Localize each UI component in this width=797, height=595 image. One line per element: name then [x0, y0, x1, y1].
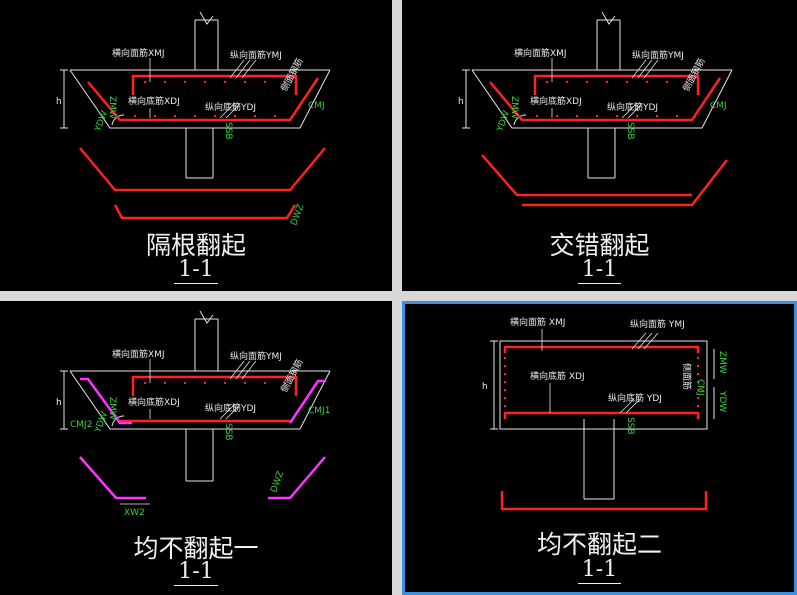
column-outline	[194, 310, 219, 371]
pier-outline	[185, 429, 214, 482]
dim-line-h	[462, 69, 470, 129]
top-rebar	[131, 375, 298, 396]
section-label: 1-1	[174, 258, 218, 284]
section-label: 1-1	[577, 558, 622, 584]
column-outline	[194, 11, 219, 70]
option-panel-alternate-bent[interactable]: 横向面筋XMJ 纵向面筋YMJ 横向底筋XDJ 纵向底筋YDJ 侧面钢筋 CMJ…	[0, 0, 392, 291]
label-bot-x: 横向底筋XDJ	[128, 396, 180, 408]
label-top-y: 纵向面筋YMJ	[230, 49, 282, 61]
label-zmw: ZMW	[107, 397, 117, 420]
staggered-rebar-b	[522, 159, 728, 207]
label-h: h	[458, 97, 464, 107]
pier-outline	[583, 419, 615, 500]
angle-arc	[513, 114, 527, 126]
label-ssb: SSB	[625, 417, 635, 435]
slab-outline	[471, 69, 733, 129]
pier-outline	[185, 128, 214, 179]
label-cmj1: CMJ1	[308, 406, 330, 416]
label-top-x: 横向面筋XMJ	[112, 348, 165, 360]
top-rebar	[503, 345, 700, 353]
section-label: 1-1	[174, 560, 218, 586]
section-drawing: 横向面筋XMJ 纵向面筋YMJ 横向底筋XDJ 纵向底筋YDJ 侧面钢筋 CMJ…	[458, 11, 733, 207]
label-bot-x: 横向底筋 XDJ	[530, 370, 585, 382]
side-rebar	[504, 357, 699, 409]
label-zmw: ZMW	[717, 351, 727, 374]
angle-arc	[111, 114, 125, 126]
slab-outline	[69, 370, 331, 430]
dim-line-h	[60, 370, 68, 430]
label-bot-y: 纵向底筋 YDJ	[608, 392, 662, 404]
label-side: 侧面筋	[681, 363, 693, 390]
option-panel-no-bend-1[interactable]: 横向面筋XMJ 纵向面筋YMJ 横向底筋XDJ 纵向底筋YDJ 侧面钢筋 CMJ…	[0, 301, 392, 595]
label-h: h	[482, 382, 488, 392]
option-title: 均不翻起二	[536, 530, 662, 559]
label-cmj2: CMJ2	[70, 420, 92, 430]
side-rebar-left	[80, 377, 132, 425]
label-top-x: 横向面筋XMJ	[514, 47, 567, 59]
label-ydw: YDW	[93, 410, 110, 434]
label-ssb: SSB	[223, 423, 233, 441]
label-ydw: YDW	[93, 109, 110, 133]
bottom-rebar	[87, 77, 320, 122]
label-h: h	[56, 398, 62, 408]
section-drawing: 横向面筋XMJ 纵向面筋YMJ 横向底筋XDJ 纵向底筋YDJ 侧面钢筋 CMJ…	[56, 310, 331, 518]
bent-rebar-a	[79, 147, 326, 192]
slab-outline	[69, 69, 331, 129]
label-side: 侧面钢筋	[278, 357, 306, 394]
label-xw2: XW2	[124, 508, 145, 518]
label-bot-x: 横向底筋XDJ	[530, 95, 582, 107]
outer-rebar	[79, 456, 326, 500]
label-h: h	[56, 97, 62, 107]
label-ydw: YDW	[495, 109, 512, 133]
option-title: 隔根翻起	[145, 231, 246, 260]
label-dwz: DWZ	[269, 470, 286, 494]
label-ssb: SSB	[223, 122, 233, 140]
bent-rebar-b	[113, 204, 297, 220]
section-drawing: 横向面筋 XMJ 纵向面筋 YMJ 横向底筋 XDJ 纵向底筋 YDJ 侧面筋 …	[482, 316, 727, 511]
outer-rebar	[500, 491, 708, 511]
label-bot-y: 纵向底筋YDJ	[205, 101, 256, 113]
top-rebar	[131, 74, 298, 95]
staggered-rebar-a	[481, 154, 692, 197]
label-side: 侧面钢筋	[278, 56, 306, 93]
side-rebar-right	[288, 379, 326, 424]
label-top-y: 纵向面筋 YMJ	[630, 318, 685, 330]
bottom-rebar	[503, 411, 700, 419]
rebar-dots	[133, 80, 287, 118]
label-bot-y: 纵向底筋YDJ	[205, 402, 256, 414]
option-title: 均不翻起一	[133, 534, 259, 563]
label-top-x: 横向面筋XMJ	[112, 47, 165, 59]
label-ydw: YDW	[717, 390, 727, 412]
label-cmj: CMJ	[695, 379, 705, 396]
pier-outline	[587, 128, 616, 179]
label-cmj: CMJ	[710, 101, 727, 111]
label-bot-y: 纵向底筋YDJ	[607, 101, 658, 113]
slab-outline	[499, 340, 708, 430]
dim-line-h	[490, 340, 498, 430]
column-outline	[596, 11, 621, 70]
label-top-x: 横向面筋 XMJ	[510, 316, 565, 328]
top-rebar	[533, 74, 700, 95]
section-drawing: 横向面筋XMJ 纵向面筋YMJ 横向底筋XDJ 纵向底筋YDJ 侧面钢筋 CMJ…	[56, 11, 331, 227]
option-panel-staggered-bent[interactable]: 横向面筋XMJ 纵向面筋YMJ 横向底筋XDJ 纵向底筋YDJ 侧面钢筋 CMJ…	[402, 0, 797, 291]
label-zmw: ZMW	[107, 96, 117, 119]
label-top-y: 纵向面筋YMJ	[230, 350, 282, 362]
label-dwz: DWZ	[289, 203, 306, 227]
label-side: 侧面钢筋	[680, 56, 708, 93]
section-label: 1-1	[577, 258, 622, 284]
option-title: 交错翻起	[549, 231, 650, 260]
label-ssb: SSB	[625, 122, 635, 140]
label-cmj: CMJ	[308, 101, 325, 111]
option-panel-no-bend-2[interactable]: 横向面筋 XMJ 纵向面筋 YMJ 横向底筋 XDJ 纵向底筋 YDJ 侧面筋 …	[402, 301, 797, 595]
bottom-rebar	[489, 77, 722, 122]
label-bot-x: 横向底筋XDJ	[128, 95, 180, 107]
dim-line-h	[60, 69, 68, 129]
label-zmw: ZMW	[509, 96, 519, 119]
label-top-y: 纵向面筋YMJ	[632, 49, 684, 61]
